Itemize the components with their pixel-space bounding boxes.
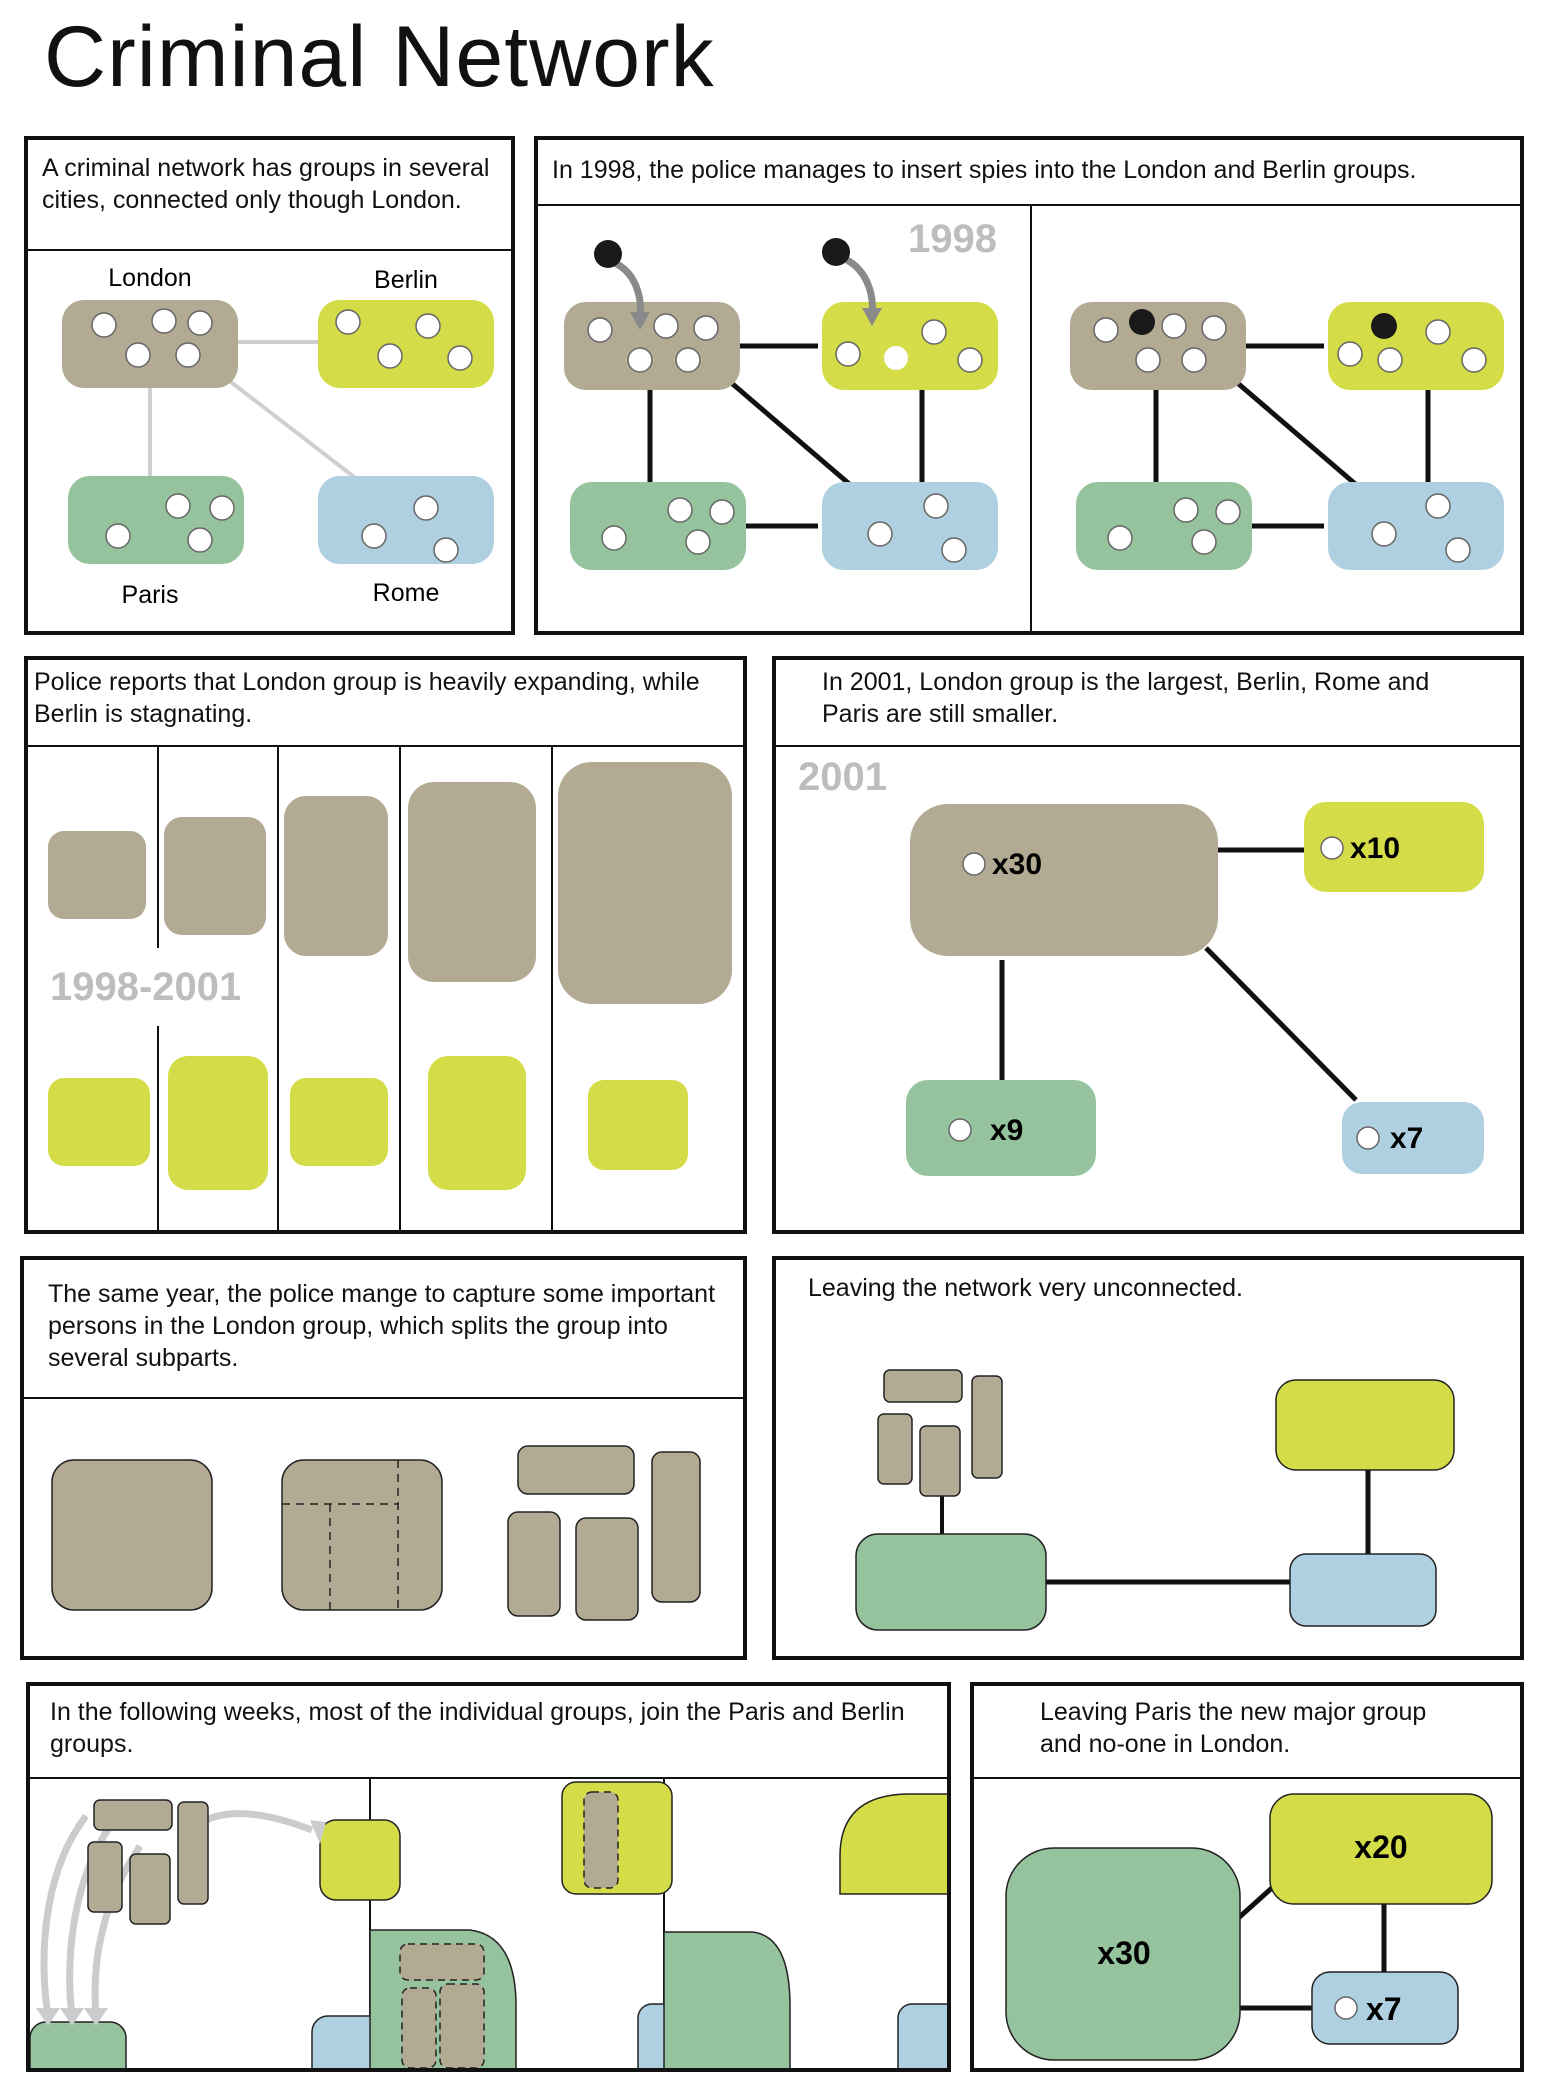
rome-count: x7 — [1366, 1991, 1402, 2027]
london-group — [910, 804, 1218, 956]
network-after — [1070, 302, 1504, 570]
panel-caption: Leaving Paris the new major group and no… — [974, 1686, 1520, 1779]
rome-label: Rome — [373, 579, 440, 607]
final-network: x30 x20 x7 — [1005, 1793, 1493, 2061]
rome-group — [1342, 1102, 1484, 1174]
panel-caption: In 1998, the police manages to insert sp… — [538, 140, 1520, 206]
berlin-group — [318, 300, 494, 388]
panel-2001: In 2001, London group is the largest, Be… — [772, 656, 1524, 1234]
panel-spies: In 1998, the police manages to insert sp… — [534, 136, 1524, 635]
growth-diagram: 1998-2001 — [48, 747, 732, 1230]
paris-count: x9 — [990, 1114, 1023, 1147]
paris-group — [68, 476, 244, 564]
spy-icon — [822, 238, 850, 266]
rome-group — [318, 476, 494, 564]
network-diagram: London Berlin Paris Rome — [62, 264, 494, 609]
spy-icon — [1371, 313, 1397, 339]
panel-caption: In the following weeks, most of the indi… — [30, 1686, 947, 1779]
panel-expanding: Police reports that London group is heav… — [24, 656, 747, 1234]
panel-caption: Police reports that London group is heav… — [28, 660, 743, 747]
panel-capture: The same year, the police mange to captu… — [20, 1256, 747, 1660]
paris-group — [1005, 1847, 1241, 2061]
network-before — [564, 238, 998, 570]
page-title: Criminal Network — [44, 9, 715, 105]
panel-intro: A criminal network has groups in several… — [24, 136, 515, 635]
paris-group — [906, 1080, 1096, 1176]
panel-caption: In 2001, London group is the largest, Be… — [776, 660, 1520, 747]
berlin-group — [1304, 802, 1484, 892]
year-range-label: 1998-2001 — [50, 965, 241, 1009]
spies-diagram: 1998 — [564, 206, 1504, 631]
berlin-count: x20 — [1354, 1829, 1407, 1865]
paris-count: x30 — [1097, 1935, 1150, 1971]
spy-icon — [594, 240, 622, 268]
rome-count: x7 — [1390, 1122, 1423, 1155]
berlin-count: x10 — [1350, 832, 1400, 865]
spy-icon — [1129, 309, 1155, 335]
london-count: x30 — [992, 848, 1042, 881]
rome-group — [1311, 1971, 1459, 2045]
panel-result: Leaving Paris the new major group and no… — [970, 1682, 1524, 2072]
berlin-label: Berlin — [374, 266, 438, 294]
berlin-group — [1269, 1793, 1493, 1905]
network-2001: 2001 x30 x10 x9 x7 — [798, 755, 1484, 1176]
year-label: 1998 — [908, 217, 997, 261]
paris-label: Paris — [122, 581, 179, 609]
panel-caption: Leaving the network very unconnected. — [808, 1274, 1243, 1302]
london-group — [62, 300, 238, 388]
unconnected-network — [855, 1369, 1455, 1631]
panel-unconnected: Leaving the network very unconnected. — [772, 1256, 1524, 1660]
year-label: 2001 — [798, 755, 887, 799]
merge-diagram — [30, 1779, 947, 2068]
panel-caption: A criminal network has groups in several… — [28, 140, 511, 251]
panel-join: In the following weeks, most of the indi… — [26, 1682, 951, 2072]
panel-caption: The same year, the police mange to captu… — [24, 1260, 743, 1399]
split-diagram — [51, 1445, 701, 1621]
london-label: London — [108, 264, 191, 292]
